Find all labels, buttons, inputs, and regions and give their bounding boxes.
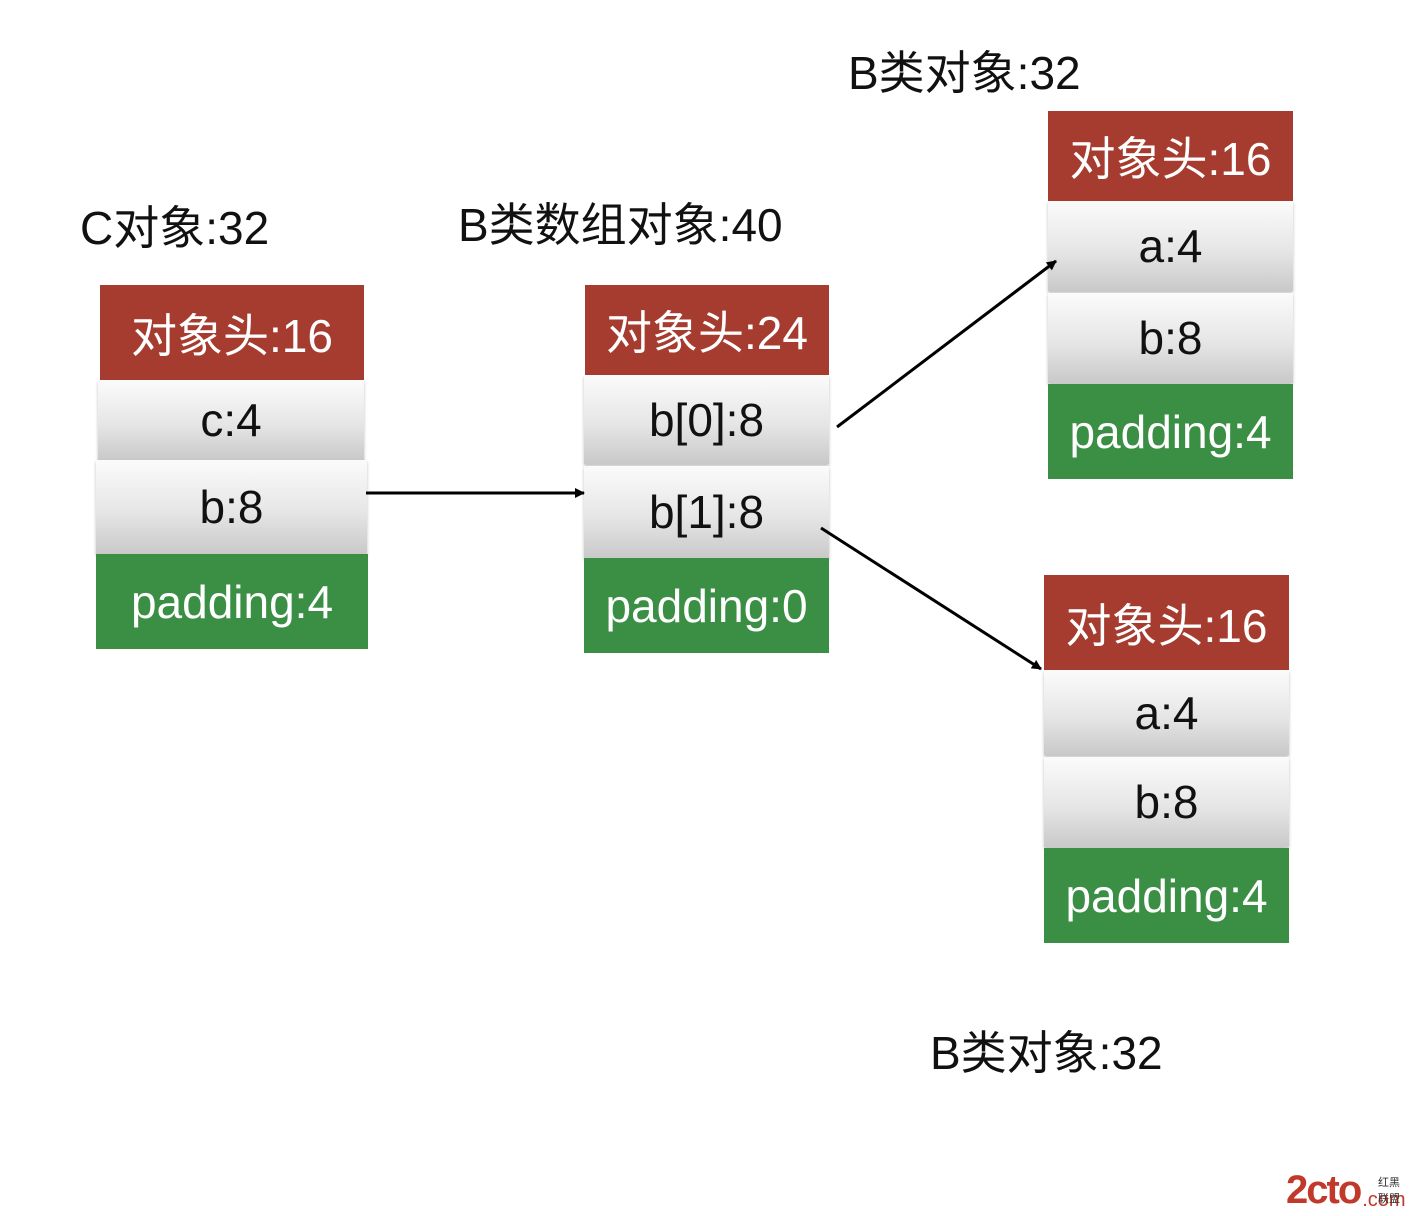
b-array-padding: padding:0 [584,558,829,653]
c-object-padding: padding:4 [96,554,368,649]
c-object-field-b: b:8 [96,460,367,554]
b-object-bottom-field-b: b:8 [1044,757,1289,847]
c-object-header: 对象头:16 [100,285,364,380]
watermark-main: 2cto [1286,1168,1362,1212]
b-array-elem-0: b[0]:8 [584,375,829,464]
arrow-elem1-to-bottom [820,526,1042,671]
b-array-header: 对象头:24 [585,285,829,375]
b-object-top-padding: padding:4 [1048,384,1293,479]
watermark-logo: 2cto .com 红黑联盟 [1286,1170,1406,1210]
arrow-elem0-to-top [836,259,1057,429]
b-array-title: B类数组对象:40 [458,199,783,251]
watermark-suffix: .com [1362,1189,1406,1211]
b-array-elem-1: b[1]:8 [584,466,829,558]
b-object-top-field-a: a:4 [1048,201,1293,291]
b-object-top-field-b: b:8 [1048,293,1293,383]
c-object-field-c: c:4 [98,380,364,460]
b-object-bottom-field-a: a:4 [1044,670,1289,755]
b-object-bottom-header: 对象头:16 [1044,575,1289,670]
c-object-title: C对象:32 [80,202,270,254]
b-object-bottom-padding: padding:4 [1044,848,1289,943]
b-object-top-header: 对象头:16 [1048,111,1293,201]
watermark-cn: 红黑联盟 [1378,1177,1400,1205]
b-object-top-title: B类对象:32 [848,47,1081,99]
b-object-bottom-title: B类对象:32 [930,1027,1163,1079]
